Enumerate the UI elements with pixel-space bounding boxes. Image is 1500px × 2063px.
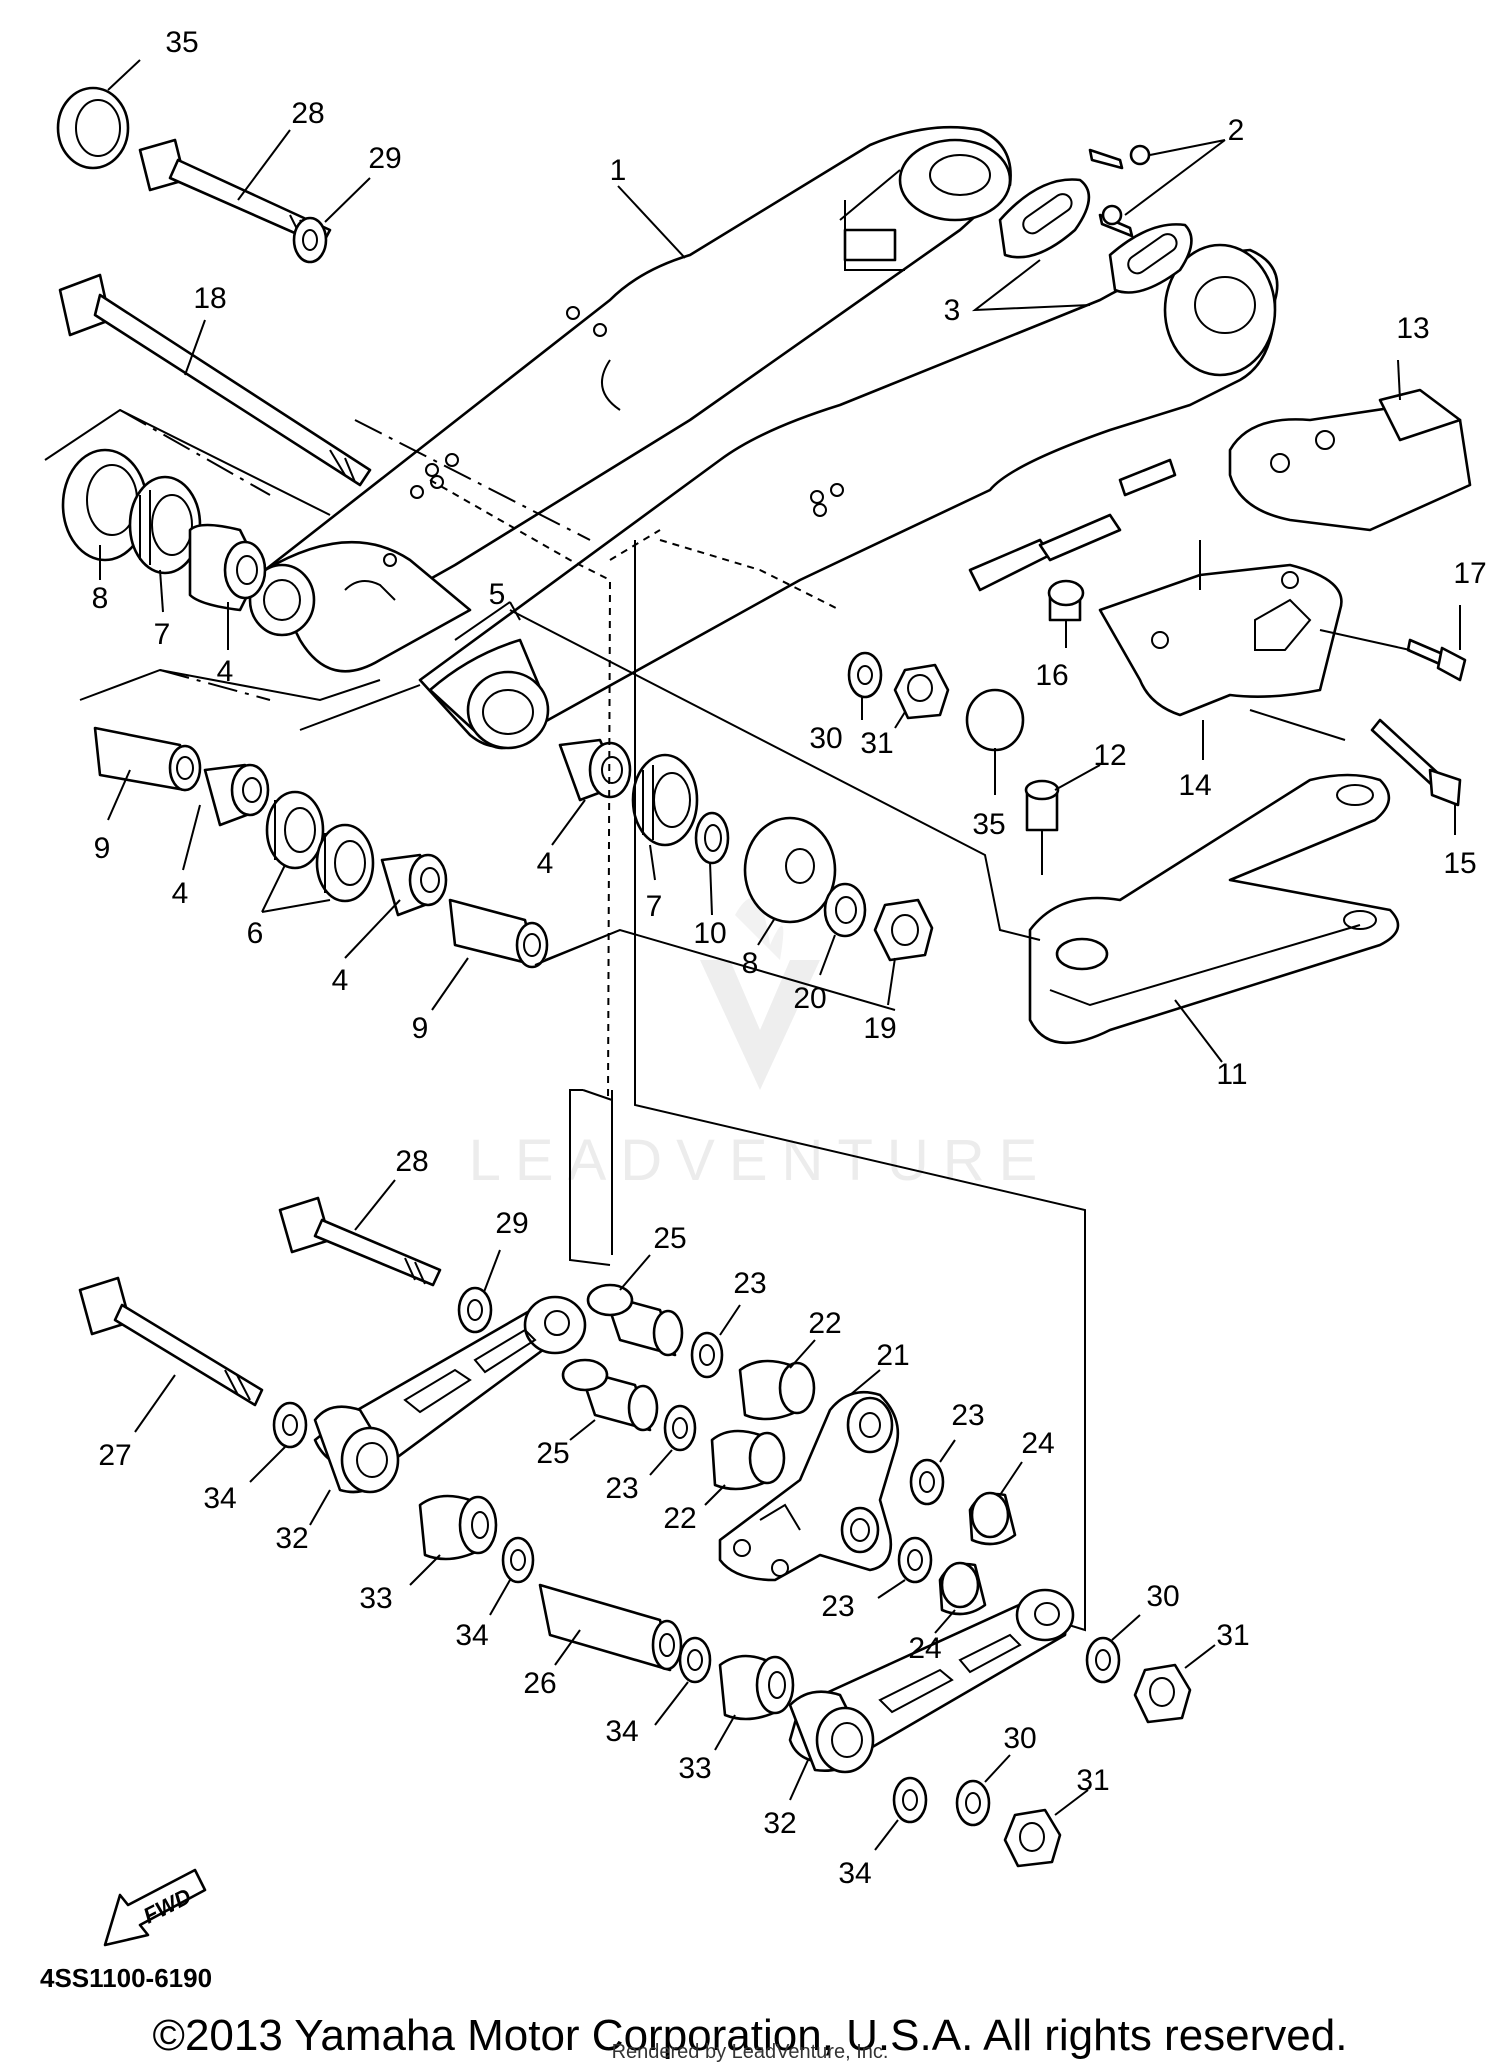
callout-29-top: 29 [368, 142, 401, 175]
callout-7-right: 7 [646, 890, 663, 923]
callout-13: 13 [1396, 312, 1429, 345]
callout-9-low: 9 [412, 1012, 429, 1045]
callout-25-b: 25 [536, 1437, 569, 1470]
callout-1: 1 [610, 154, 627, 187]
callout-4-left: 4 [172, 877, 189, 910]
watermark-text: LEADVENTURE [469, 1128, 1052, 1193]
callout-23-d: 23 [821, 1590, 854, 1623]
callout-32-a: 32 [275, 1522, 308, 1555]
label-5: 5 [454, 578, 1041, 941]
callout-4-top: 4 [217, 655, 234, 688]
chain-adjuster-plates: 2 3 [944, 114, 1245, 327]
callout-8-top: 8 [92, 582, 109, 615]
callout-4-low: 4 [332, 964, 349, 997]
callout-2: 2 [1228, 114, 1245, 147]
copyright-notice: ©2013 Yamaha Motor Corporation, U.S.A. A… [153, 2011, 1348, 2060]
callout-31-b: 31 [1076, 1764, 1109, 1797]
callout-33-a: 33 [359, 1582, 392, 1615]
callout-23-b: 23 [605, 1472, 638, 1505]
callout-27: 27 [98, 1439, 131, 1472]
callout-14: 14 [1178, 769, 1211, 802]
callout-6: 6 [247, 917, 264, 950]
callout-3: 3 [944, 294, 961, 327]
callout-4-right: 4 [537, 847, 554, 880]
callout-19: 19 [863, 1012, 896, 1045]
callout-28-low: 28 [395, 1145, 428, 1178]
callout-23-a: 23 [733, 1267, 766, 1300]
callout-30-top: 30 [809, 722, 842, 755]
callout-29-low: 29 [495, 1207, 528, 1240]
collar-16: 16 [1035, 579, 1085, 692]
brace-arm: 11 [1028, 773, 1400, 1091]
callout-23-c: 23 [951, 1399, 984, 1432]
callout-7-top: 7 [154, 618, 171, 651]
callout-5: 5 [489, 578, 506, 611]
rendered-by-notice: Rendered by LeadVenture, Inc. [612, 2041, 889, 2063]
fwd-arrow-icon: FWD [103, 1868, 207, 1947]
pivot-parts-top: 35 28 29 18 8 7 4 [44, 26, 402, 688]
callout-34-a: 34 [203, 1482, 236, 1515]
callout-24-b: 24 [908, 1632, 941, 1665]
callout-16: 16 [1035, 659, 1068, 692]
chain-guard-plate: 14 [1098, 540, 1343, 802]
callout-28-top: 28 [291, 97, 324, 130]
callout-12: 12 [1093, 739, 1126, 772]
callout-22-b: 22 [663, 1502, 696, 1535]
callout-24-a: 24 [1021, 1427, 1054, 1460]
callout-33-b: 33 [678, 1752, 711, 1785]
callout-21: 21 [876, 1339, 909, 1372]
callout-17: 17 [1453, 557, 1486, 590]
upper-nut-group: 30 31 35 [809, 651, 1025, 841]
callout-32-b: 32 [763, 1807, 796, 1840]
leadventure-watermark: LEADVENTURE [469, 898, 1052, 1193]
diagram-part-code: 4SS1100-6190 [40, 1963, 212, 1993]
callout-15: 15 [1443, 847, 1476, 880]
pivot-parts-right: 4 7 10 8 20 19 [534, 738, 934, 1045]
callout-35-mid: 35 [972, 808, 1005, 841]
callout-9-left: 9 [94, 832, 111, 865]
callout-8-right: 8 [742, 947, 759, 980]
bolt-12: 12 [1024, 739, 1127, 875]
callout-22-a: 22 [808, 1307, 841, 1340]
chain-guide: 13 [1228, 312, 1472, 532]
callout-26: 26 [523, 1667, 556, 1700]
callout-31-a: 31 [1216, 1619, 1249, 1652]
callout-35-top: 35 [165, 26, 198, 59]
callout-34-d: 34 [838, 1857, 871, 1890]
linkage-assembly: 28 29 27 34 32 33 34 [78, 1145, 1250, 1890]
callout-11: 11 [1216, 1058, 1247, 1091]
callout-34-c: 34 [605, 1715, 638, 1748]
pivot-spacer-row: 9 4 6 4 9 [79, 668, 621, 1045]
bolt-17: 17 [1319, 557, 1487, 682]
callout-31-top: 31 [860, 727, 893, 760]
callout-20: 20 [793, 982, 826, 1015]
bolt-15: 15 [1249, 709, 1477, 880]
callout-10: 10 [693, 917, 726, 950]
callout-18: 18 [193, 282, 226, 315]
callout-34-b: 34 [455, 1619, 488, 1652]
callout-30-b: 30 [1003, 1722, 1036, 1755]
swingarm-drawing: 1 [248, 125, 1279, 750]
callout-30-a: 30 [1146, 1580, 1179, 1613]
callout-25-a: 25 [653, 1222, 686, 1255]
